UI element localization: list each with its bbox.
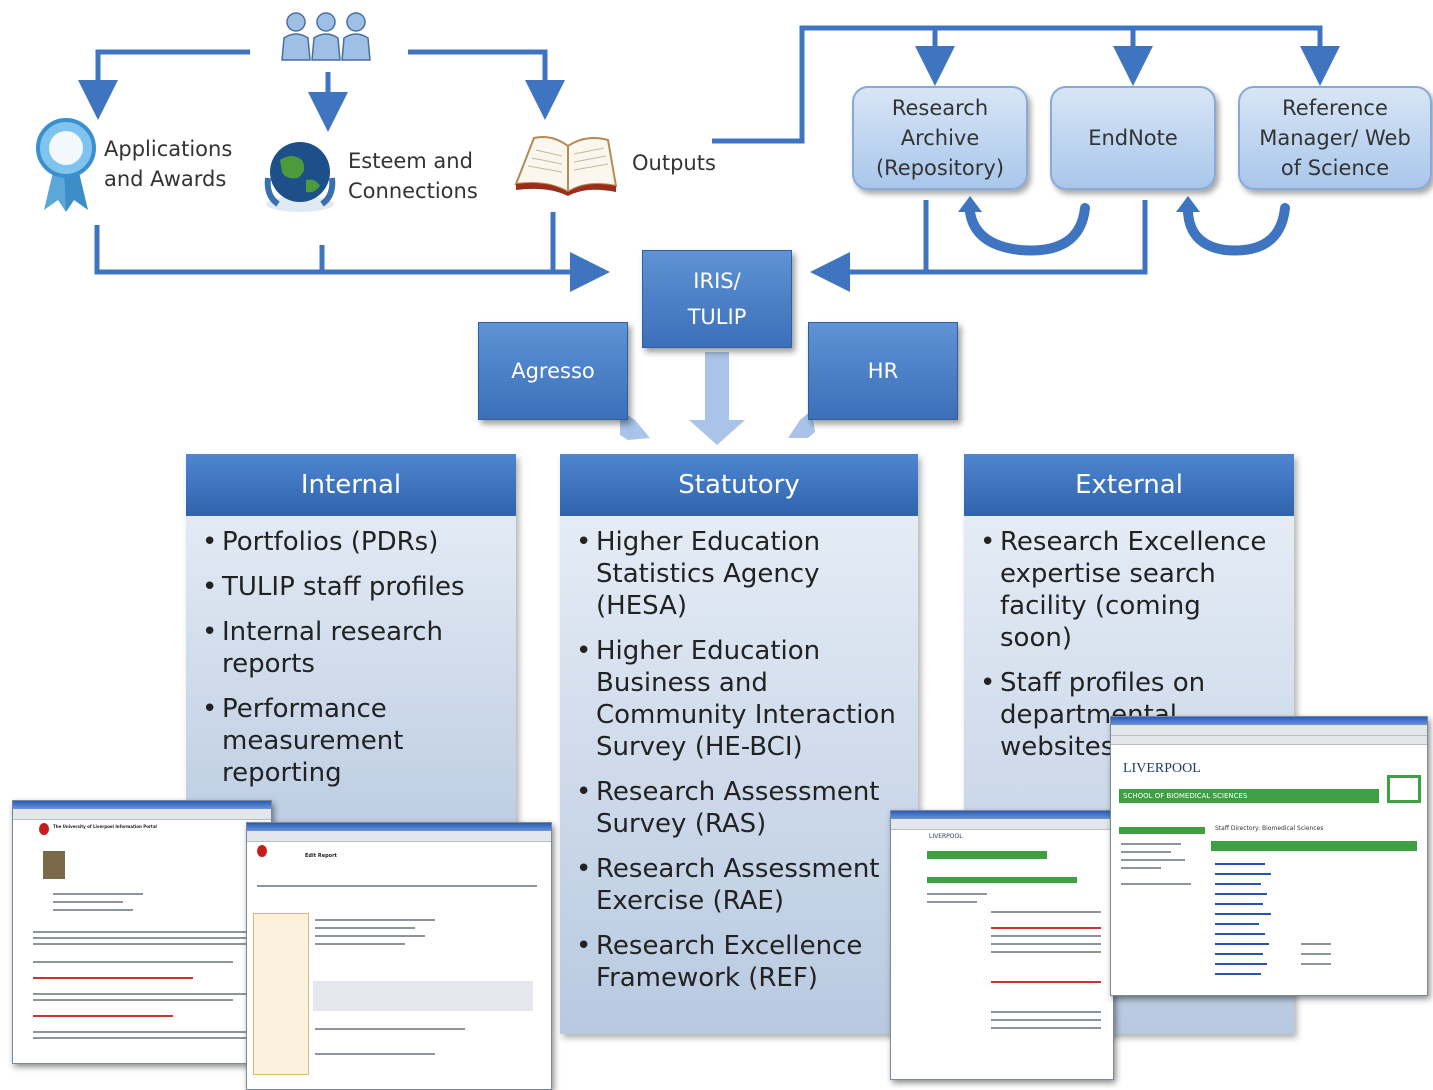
hr-box: HR (808, 322, 958, 420)
statutory-item: Higher Education Statistics Agency (HESA… (576, 526, 906, 622)
statutory-panel: Statutory Higher Education Statistics Ag… (560, 454, 918, 1034)
internal-panel: Internal Portfolios (PDRs) TULIP staff p… (186, 454, 516, 874)
school-banner: SCHOOL OF BIOMEDICAL SCIENCES (1119, 789, 1379, 803)
curve-endnote-archive (965, 203, 1090, 256)
arrow-to-outputs (408, 49, 565, 120)
outputs-label: Outputs (632, 151, 716, 175)
biomedical-screenshot-small: LIVERPOOL (890, 810, 1114, 1080)
internal-item: TULIP staff profiles (202, 571, 482, 603)
research-archive-box: Research Archive (Repository) (852, 86, 1028, 190)
statutory-item: Research Assessment Survey (RAS) (576, 776, 886, 840)
award-ribbon-icon (36, 118, 96, 212)
endnote-label: EndNote (1088, 126, 1178, 150)
external-title: External (964, 454, 1294, 516)
curve-reference-endnote (1183, 203, 1290, 256)
arrow-iris-down (689, 352, 745, 445)
globe-icon (264, 142, 336, 212)
arrow-sources-to-iris (94, 225, 610, 292)
reference-manager-box: Reference Manager/ Web of Science (1238, 86, 1432, 190)
internal-item: Performance measurement reporting (202, 693, 432, 789)
statutory-title: Statutory (560, 454, 918, 516)
portal-profile-screenshot: The University of Liverpool Information … (12, 800, 272, 1064)
arrow-repos-to-iris (810, 200, 929, 292)
internal-item: Internal research reports (202, 616, 462, 680)
biomedical-screenshot-large: LIVERPOOL SCHOOL OF BIOMEDICAL SCIENCES … (1110, 716, 1428, 996)
liverpool-logo: LIVERPOOL (1123, 761, 1201, 776)
research-archive-label: Research Archive (Repository) (875, 96, 1005, 180)
statutory-item: Research Excellence Framework (REF) (576, 930, 886, 994)
portal-title-text: The University of Liverpool Information … (53, 824, 157, 829)
edit-report-screenshot: Edit Report (246, 822, 552, 1090)
hr-label: HR (867, 359, 899, 383)
external-item: Research Excellence expertise search fac… (980, 526, 1280, 654)
edit-report-title: Edit Report (305, 853, 337, 859)
statutory-item: Research Assessment Exercise (RAE) (576, 853, 886, 917)
arrow-to-applications (78, 49, 250, 120)
iris-tulip-box: IRIS/ TULIP (642, 250, 792, 348)
endnote-box: EndNote (1050, 86, 1216, 190)
applications-label: Applications and Awards (104, 137, 233, 191)
people-icon (281, 12, 371, 61)
internal-item: Portfolios (PDRs) (202, 526, 482, 558)
reference-manager-label: Reference Manager/ Web of Science (1259, 96, 1411, 180)
directory-heading: Staff Directory: Biomedical Sciences (1215, 825, 1324, 832)
esteem-label: Esteem and Connections (348, 149, 478, 203)
book-icon (514, 136, 618, 196)
agresso-label: Agresso (511, 359, 595, 383)
arrow-outputs-to-reference (712, 25, 1340, 144)
liverpool-logo-small: LIVERPOOL (929, 833, 963, 840)
agresso-box: Agresso (478, 322, 628, 420)
iris-tulip-label: IRIS/ TULIP (687, 269, 747, 329)
internal-title: Internal (186, 454, 516, 516)
statutory-item: Higher Education Business and Community … (576, 635, 906, 763)
